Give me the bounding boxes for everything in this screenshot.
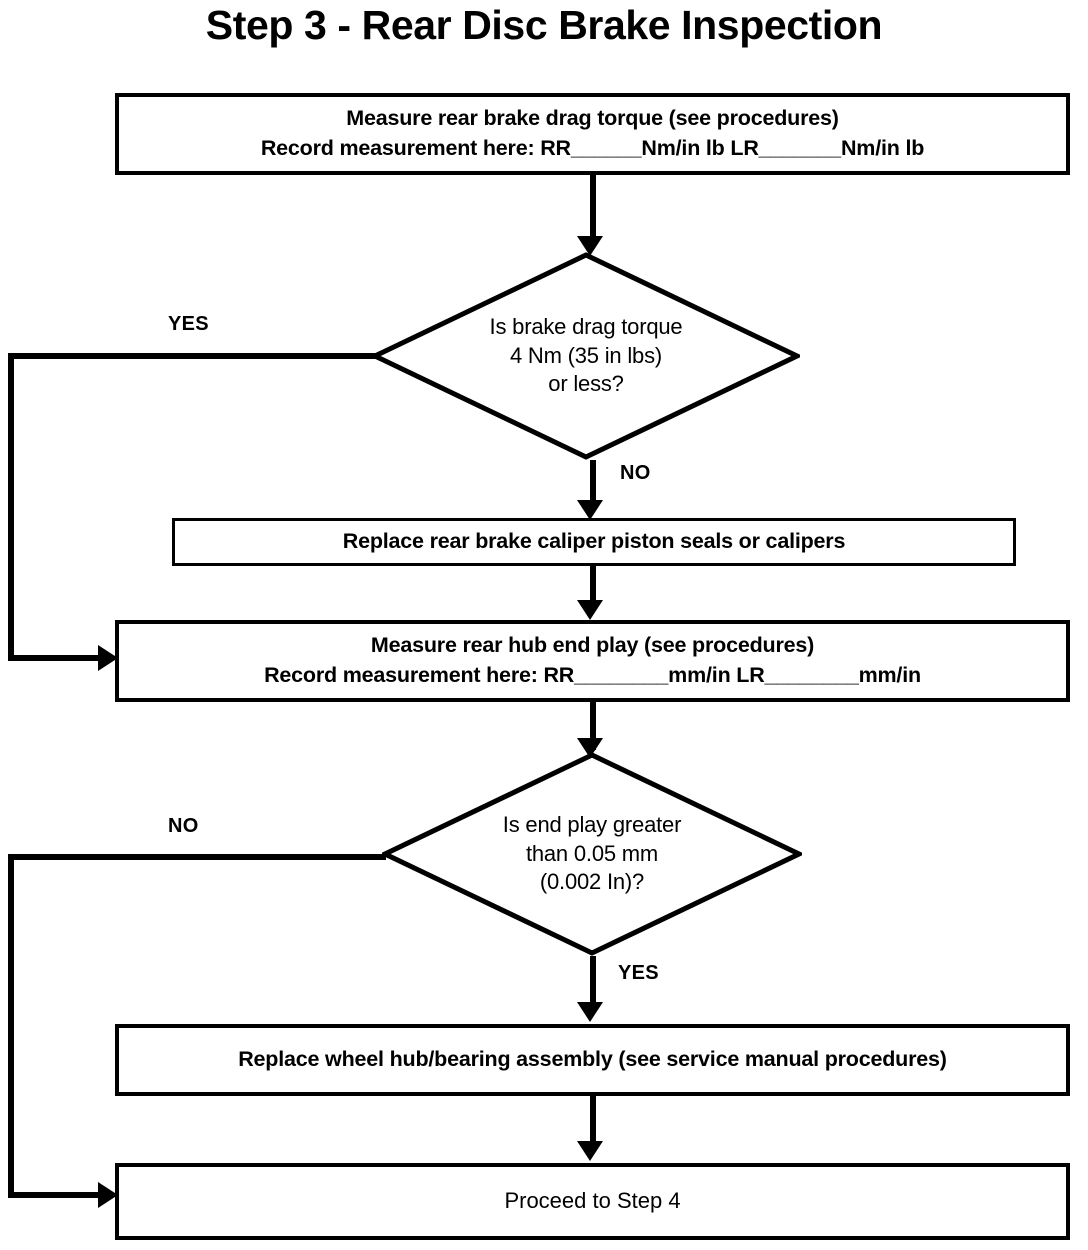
edge-label-torque-no: NO	[620, 462, 651, 484]
connector-seals-to-endplay	[590, 566, 596, 606]
connector-endplay-to-decision	[590, 702, 596, 750]
connector-hub-to-proceed	[590, 1096, 596, 1146]
node-brake-drag-torque-decision-line3: or less?	[548, 371, 624, 397]
node-measure-hub-end-play-line2: Record measurement here: RR________mm/in…	[264, 663, 921, 687]
diamond-shape	[372, 252, 800, 460]
node-measure-brake-drag-torque-line2: Record measurement here: RR______Nm/in l…	[260, 136, 925, 160]
connector-endplay-no-horizontal-bottom	[8, 1192, 104, 1198]
node-end-play-decision[interactable]: Is end play greater than 0.05 mm (0.002 …	[382, 752, 802, 956]
connector-endplay-no-horizontal-top	[8, 854, 386, 860]
arrowhead-hub-to-proceed	[577, 1141, 603, 1161]
node-proceed-to-step-4-line1: Proceed to Step 4	[504, 1188, 681, 1214]
arrowhead-torque-to-decision	[577, 236, 603, 256]
connector-torque-yes-horizontal-bottom	[8, 655, 104, 661]
arrowhead-torque-yes	[98, 645, 118, 671]
edge-label-endplay-yes: YES	[618, 962, 659, 984]
arrowhead-endplay-to-decision	[577, 738, 603, 758]
node-replace-caliper-seals[interactable]: Replace rear brake caliper piston seals …	[172, 518, 1016, 566]
node-brake-drag-torque-decision[interactable]: Is brake drag torque 4 Nm (35 in lbs) or…	[372, 252, 800, 460]
node-replace-wheel-hub-assembly-line1: Replace wheel hub/bearing assembly (see …	[238, 1047, 947, 1072]
node-end-play-decision-line2: than 0.05 mm	[525, 840, 659, 866]
page-title: Step 3 - Rear Disc Brake Inspection	[205, 2, 883, 48]
node-replace-caliper-seals-line1: Replace rear brake caliper piston seals …	[342, 529, 846, 554]
edge-label-torque-yes: YES	[168, 313, 209, 335]
connector-torque-to-decision	[590, 175, 596, 239]
connector-torque-yes-horizontal-top	[8, 353, 376, 359]
node-measure-brake-drag-torque-line1: Measure rear brake drag torque (see proc…	[346, 106, 839, 131]
connector-endplay-no-vertical	[8, 854, 14, 1198]
node-brake-drag-torque-decision-line1: Is brake drag torque	[489, 314, 683, 340]
node-brake-drag-torque-decision-line2: 4 Nm (35 in lbs)	[509, 342, 663, 368]
arrowhead-endplay-no	[98, 1182, 118, 1208]
edge-label-endplay-no: NO	[168, 815, 199, 837]
node-end-play-decision-line1: Is end play greater	[502, 812, 682, 838]
node-proceed-to-step-4[interactable]: Proceed to Step 4	[115, 1163, 1070, 1240]
arrowhead-endplay-yes	[577, 1002, 603, 1022]
connector-torque-yes-vertical	[8, 353, 14, 661]
connector-torque-no-vertical	[590, 460, 596, 508]
node-end-play-decision-line3: (0.002 In)?	[539, 869, 645, 895]
node-measure-brake-drag-torque[interactable]: Measure rear brake drag torque (see proc…	[115, 93, 1070, 175]
arrowhead-seals-to-endplay	[577, 600, 603, 620]
node-measure-hub-end-play[interactable]: Measure rear hub end play (see procedure…	[115, 620, 1070, 702]
diamond-shape	[382, 752, 802, 956]
node-measure-hub-end-play-line1: Measure rear hub end play (see procedure…	[370, 633, 815, 658]
arrowhead-torque-no	[577, 500, 603, 520]
connector-endplay-yes-vertical	[590, 956, 596, 1012]
node-replace-wheel-hub-assembly[interactable]: Replace wheel hub/bearing assembly (see …	[115, 1024, 1070, 1096]
